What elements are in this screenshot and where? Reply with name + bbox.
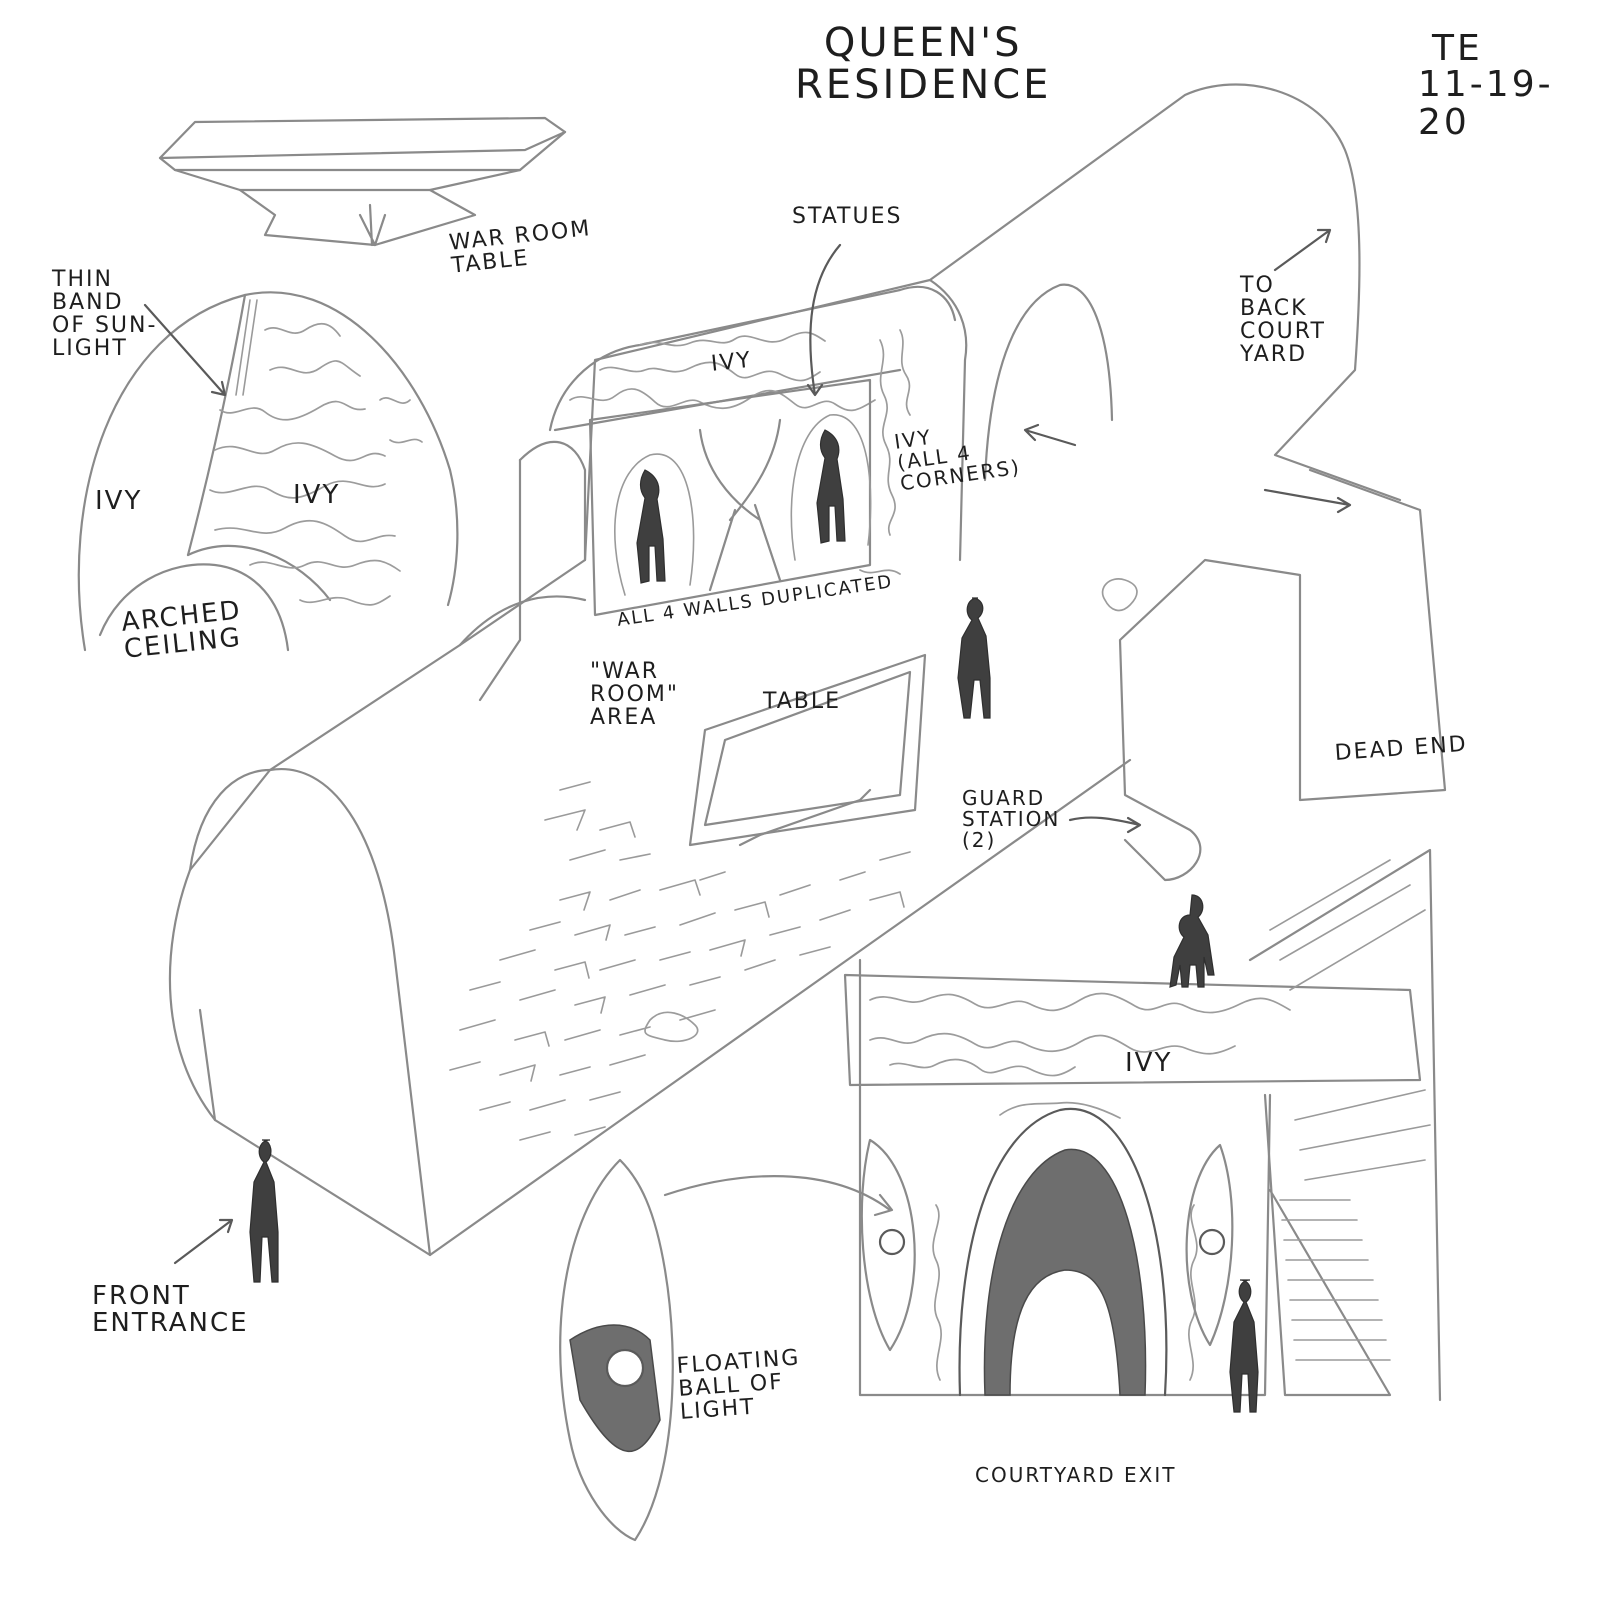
arrow-icon [1263,488,1352,514]
front-entrance-figure [249,1139,279,1283]
arrow-icon [143,303,227,397]
label-statues: STATUES [792,204,903,229]
arrow-icon [1273,228,1332,272]
label-front-entrance: FRONT ENTRANCE [92,1281,249,1339]
label-guard-station: GUARD STATION (2) [962,786,1061,852]
page-title: QUEEN'S RESIDENCE [795,20,1052,108]
floating-ball-drawing [559,1158,894,1542]
war-room-table-drawing [158,116,567,247]
label-courtyard-exit: COURTYARD EXIT [975,1463,1177,1487]
main-building-drawing [168,83,1447,1257]
arrow-icon [806,243,842,397]
arrow-icon [1068,816,1142,834]
arrow-icon [1023,423,1077,447]
annotation-arrows [143,228,1352,1265]
signature-initials: TE [1432,28,1483,69]
label-to-back-courtyard: TO BACK COURT YARD [1240,273,1326,368]
signature-date: 11-19-20 [1418,64,1554,143]
label-thin-band: THIN BAND OF SUN- LIGHT [52,267,158,362]
label-ivy-right: IVY [293,480,341,510]
label-ivy-top: IVY [709,347,754,377]
label-ivy-left: IVY [95,486,143,516]
label-war-room-area: "WAR ROOM" AREA [590,659,680,731]
arched-ceiling-drawing [77,291,459,652]
label-floating-ball: FLOATING BALL OF LIGHT [675,1345,802,1426]
label-ivy-gate: IVY [1125,1048,1173,1078]
courtyard-exit-drawing [843,848,1442,1413]
label-table: TABLE [763,689,842,714]
arrow-icon [173,1218,234,1265]
